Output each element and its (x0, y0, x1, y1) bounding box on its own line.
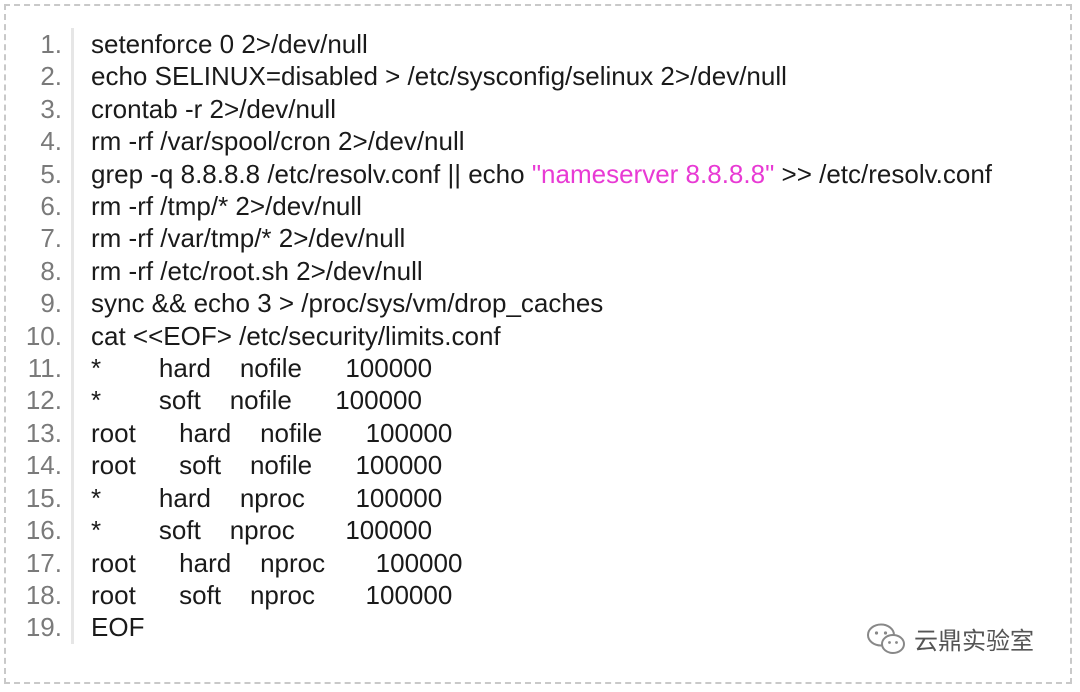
watermark: 云鼎实验室 (866, 621, 1034, 656)
code-line: 19. EOF (6, 611, 1066, 644)
line-number: 4. (6, 125, 74, 158)
line-number: 3. (6, 92, 74, 126)
code-line: 3. crontab -r 2>/dev/null (6, 92, 1066, 126)
line-number: 12. (6, 384, 74, 417)
line-number: 11. (6, 352, 74, 385)
code-text: sync && echo 3 > /proc/sys/vm/drop_cache… (91, 288, 604, 319)
code-line: 18. root soft nproc 100000 (6, 578, 1066, 612)
watermark-text: 云鼎实验室 (914, 627, 1034, 655)
line-number: 13. (6, 416, 74, 450)
line-number: 14. (6, 449, 74, 482)
code-line: 5. grep -q 8.8.8.8 /etc/resolv.conf || ec… (6, 157, 1066, 191)
code-line: 6. rm -rf /tmp/* 2>/dev/null (6, 190, 1066, 223)
code-line: 15. * hard nproc 100000 (6, 481, 1066, 515)
code-line: 11. * hard nofile 100000 (6, 352, 1066, 385)
code-text: root soft nofile 100000 (91, 450, 443, 481)
line-number: 2. (6, 60, 74, 93)
code-line: 1. setenforce 0 2>/dev/null (6, 28, 1066, 61)
code-line: 2. echo SELINUX=disabled > /etc/sysconfig… (6, 60, 1066, 93)
line-number: 17. (6, 546, 74, 579)
code-line: 7. rm -rf /var/tmp/* 2>/dev/null (6, 222, 1066, 255)
line-number: 19. (6, 611, 74, 644)
line-number: 1. (6, 28, 74, 61)
code-text: cat <<EOF> /etc/security/limits.conf (91, 320, 501, 351)
code-text: * soft nproc 100000 (91, 515, 433, 546)
code-text: echo SELINUX=disabled > /etc/sysconfig/s… (91, 61, 787, 92)
code-line: 17. root hard nproc 100000 (6, 546, 1066, 579)
code-text: crontab -r 2>/dev/null (91, 93, 336, 124)
code-block: 1. setenforce 0 2>/dev/null 2. echo SELINU… (6, 28, 1066, 644)
code-line: 9. sync && echo 3 > /proc/sys/vm/drop_cac… (6, 287, 1066, 320)
line-number: 8. (6, 254, 74, 288)
code-text: setenforce 0 2>/dev/null (91, 29, 368, 59)
code-text: rm -rf /var/tmp/* 2>/dev/null (91, 223, 406, 254)
code-text: * hard nofile 100000 (91, 353, 433, 384)
code-text: root hard nproc 100000 (91, 547, 463, 578)
line-number: 9. (6, 287, 74, 320)
line-number: 7. (6, 222, 74, 255)
line-number: 10. (6, 319, 74, 353)
line-number: 16. (6, 514, 74, 547)
code-text: root hard nofile 100000 (91, 417, 453, 448)
code-text: rm -rf /etc/root.sh 2>/dev/null (91, 255, 423, 286)
code-line: 4. rm -rf /var/spool/cron 2>/dev/null (6, 125, 1066, 158)
code-text: grep -q 8.8.8.8 /etc/resolv.conf || echo… (91, 158, 993, 189)
code-text: EOF (91, 612, 145, 643)
wechat-icon (867, 623, 905, 654)
string-literal: "nameserver 8.8.8.8" (531, 158, 775, 189)
line-number: 6. (6, 190, 74, 223)
code-text: rm -rf /var/spool/cron 2>/dev/null (91, 126, 465, 157)
code-text: * soft nofile 100000 (91, 385, 422, 416)
line-number: 15. (6, 481, 74, 515)
code-line: 13. root hard nofile 100000 (6, 416, 1066, 450)
code-line: 10. cat <<EOF> /etc/security/limits.conf (6, 319, 1066, 353)
code-line: 14. root soft nofile 100000 (6, 449, 1066, 482)
line-number: 5. (6, 157, 74, 191)
code-block-frame: 1. setenforce 0 2>/dev/null 2. echo SELINU… (4, 4, 1072, 684)
code-line: 16. * soft nproc 100000 (6, 514, 1066, 547)
code-text: * hard nproc 100000 (91, 482, 443, 513)
code-text: rm -rf /tmp/* 2>/dev/null (91, 191, 362, 222)
code-text: root soft nproc 100000 (91, 579, 453, 610)
code-line: 8. rm -rf /etc/root.sh 2>/dev/null (6, 254, 1066, 288)
line-number: 18. (6, 578, 74, 612)
code-line: 12. * soft nofile 100000 (6, 384, 1066, 417)
